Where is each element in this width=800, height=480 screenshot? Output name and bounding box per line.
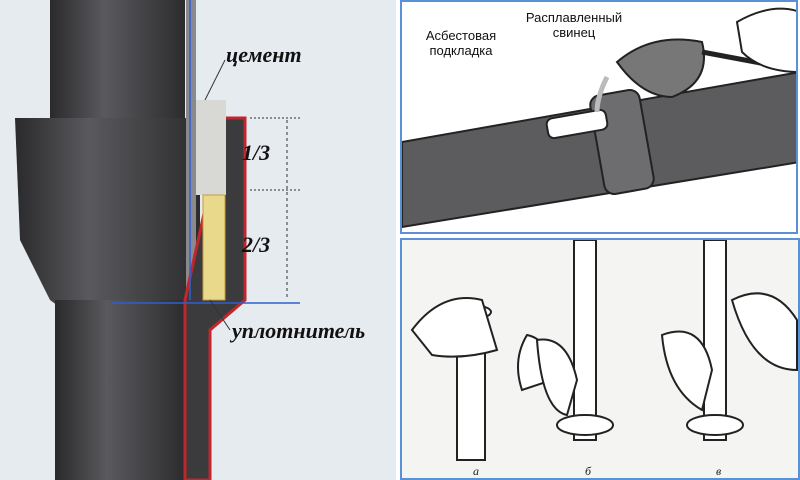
joint-drawing [15,0,300,480]
two-thirds-label: 2/3 [242,232,271,257]
sealant-fill [202,194,226,301]
lower-pipe [55,300,185,480]
step-a [410,297,554,461]
caption-c: в [716,464,722,478]
lead-pouring-illustration: Асбестовая подкладка Расплавленный свине… [400,0,798,234]
ladle [615,38,705,99]
one-third-label: 1/3 [242,140,271,165]
asbestos-clamp [545,108,609,140]
caption-a: а [473,464,479,478]
caption-b: б [585,464,592,478]
sealant-label: уплотнитель [232,318,366,343]
cement-fill [196,100,226,195]
step-c [660,240,798,441]
steps-drawing [410,240,798,461]
asbestos-label: Асбестовая подкладка [425,28,497,58]
pouring-drawing [402,7,796,229]
socket [15,118,200,330]
molten-lead-label: Расплавленный свинец [525,10,623,40]
caulking-steps-illustration: а б в [400,238,800,480]
upper-pipe [50,0,185,120]
step-b [535,240,614,441]
hand [735,7,796,73]
pipe-joint-cross-section: цемент 1/3 2/3 уплотнитель [0,0,396,480]
cement-label: цемент [226,42,302,67]
